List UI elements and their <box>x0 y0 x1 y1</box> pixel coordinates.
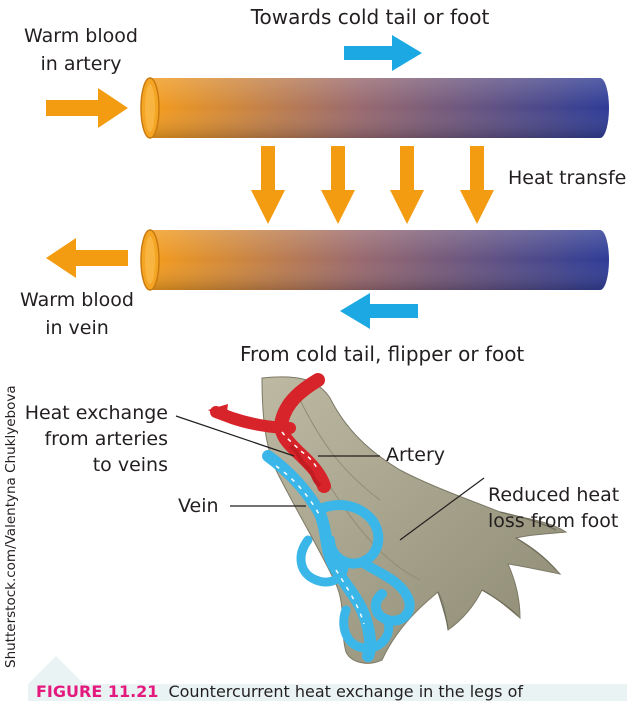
warm-vein-label: Warm blood in vein <box>2 286 152 342</box>
figure-caption-text: Countercurrent heat exchange in the legs… <box>168 682 523 701</box>
warm-vein-label-line1: Warm blood <box>20 289 134 311</box>
artery-tube <box>140 77 609 139</box>
warm-artery-label-line2: in artery <box>40 53 122 75</box>
warm-artery-label-line1: Warm blood <box>24 25 138 47</box>
arrow-left-icon <box>340 293 418 329</box>
image-credit: Shutterstock.com/Valentyna Chuklyebova <box>2 368 20 668</box>
heat-exchange-label: Heat exchange from arteries to veins <box>20 400 168 478</box>
foot-illustration <box>208 373 568 664</box>
heat-exchange-label-line1: Heat exchange <box>24 402 168 424</box>
figure-caption: FIGURE 11.21 Countercurrent heat exchange… <box>36 681 624 701</box>
arrow-down-icon <box>390 146 424 224</box>
artery-label: Artery <box>386 444 446 466</box>
reduced-heat-label-line1: Reduced heat <box>488 484 620 506</box>
caption-tab <box>28 656 84 684</box>
figure-caption-label: FIGURE 11.21 <box>36 682 159 701</box>
arrow-down-icon <box>321 146 355 224</box>
image-credit-text: Shutterstock.com/Valentyna Chuklyebova <box>3 385 19 668</box>
arrow-left-icon <box>46 238 128 278</box>
warm-artery-label: Warm blood in artery <box>6 22 156 78</box>
vein-tube <box>140 229 609 291</box>
arrow-down-icon <box>460 146 494 224</box>
warm-vein-label-line2: in vein <box>45 317 109 339</box>
reduced-heat-label-line2: loss from foot <box>488 510 619 532</box>
heat-exchange-label-line2: from arteries <box>44 428 168 450</box>
reduced-heat-label: Reduced heat loss from foot <box>488 482 619 534</box>
arrow-down-icon <box>251 146 285 224</box>
caption-box <box>28 684 627 701</box>
bottom-flow-label: From cold tail, flipper or foot <box>240 342 525 366</box>
heat-transfer-label: Heat transfer <box>508 167 627 189</box>
top-flow-label: Towards cold tail or foot <box>250 5 490 29</box>
heat-exchange-label-line3: to veins <box>92 454 168 476</box>
arrow-right-icon <box>46 88 128 128</box>
arrow-right-icon <box>344 35 422 71</box>
heat-transfer-arrows <box>251 146 494 224</box>
leader-lines <box>175 415 485 541</box>
vein-label: Vein <box>178 495 219 517</box>
